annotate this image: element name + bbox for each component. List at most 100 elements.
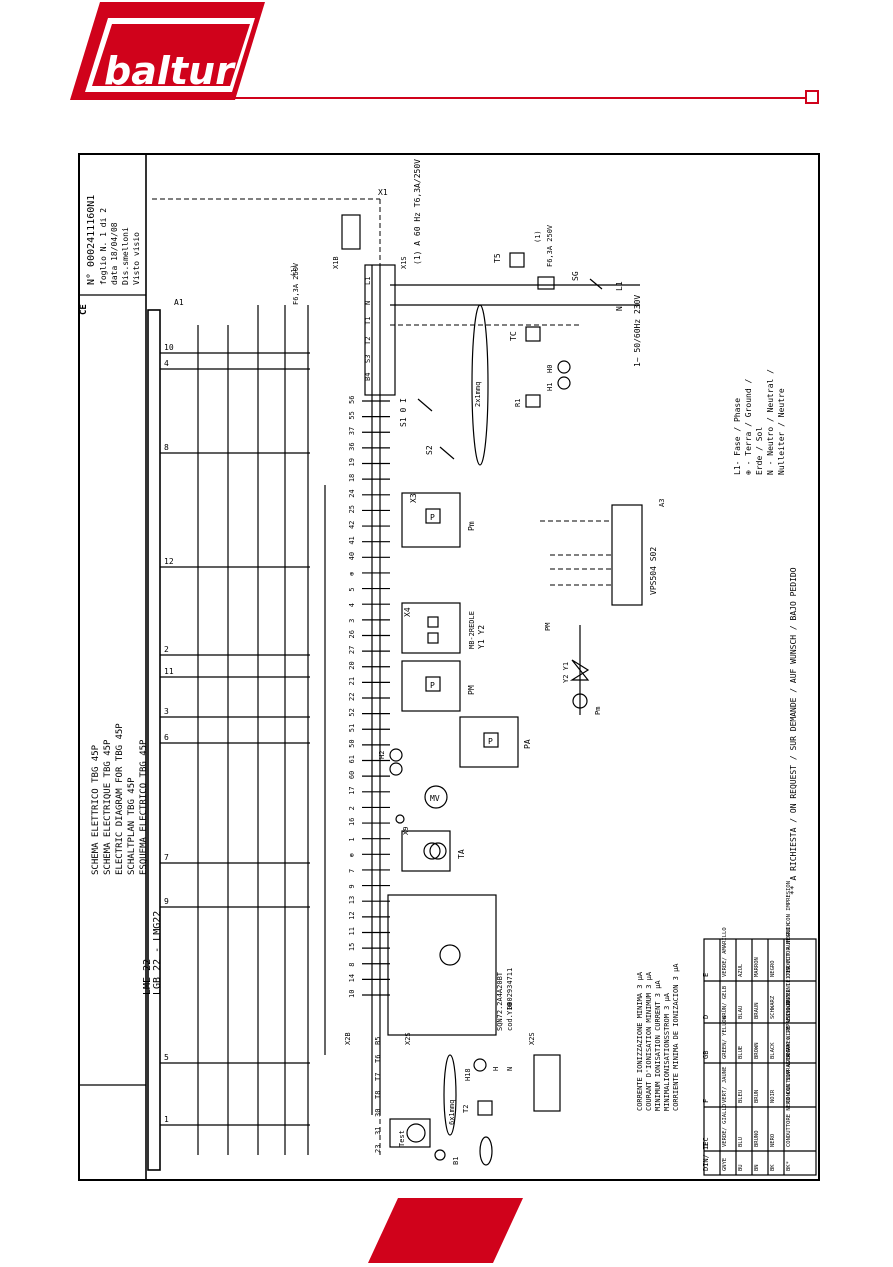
color-table-cell: VERDE/ GIALLO — [722, 1104, 728, 1147]
h0-lamp — [557, 360, 571, 374]
phase-legend-2: ⊕ - Terra / Ground / — [744, 378, 753, 475]
vps-label: VPS504 S02 — [649, 547, 658, 595]
motor-symbol — [424, 785, 448, 809]
terminal-strip — [371, 265, 381, 1115]
term-T1: T1 — [364, 317, 372, 325]
terminal-label-bottom: T6 — [374, 1055, 382, 1063]
term-T2: T2 — [364, 337, 372, 345]
ionization-es: CORRIENTE MINIMA DE IONIZACION 3 µA — [672, 963, 680, 1111]
phase-legend: L1- Fase / Phase ⊕ - Terra / Ground / Er… — [733, 369, 786, 475]
color-table-cell: BLACK WIRE WITH IMPRINT — [786, 982, 792, 1059]
servomotor-sqn: SQN72.2A4A20BT cod. 0002934711 Y10 — [387, 894, 514, 1036]
sheet-drawn: Dis.smelloni — [121, 227, 130, 285]
test-meter — [389, 1118, 431, 1148]
contact-4: 4 — [164, 359, 169, 368]
ionization-fr: COURANT D'IONISATION MINIMUM 3 µA — [645, 971, 653, 1111]
contact-7: 7 — [164, 853, 169, 862]
terminal-label: 1 — [348, 837, 356, 841]
terminal-label: 12 — [348, 911, 356, 919]
page-tab — [368, 1198, 528, 1267]
terminal-block-x1s: X1B X1S L1 N T1 T2 S3 B4 — [332, 214, 408, 396]
brand-logo: baltur — [70, 2, 265, 100]
wiring-diagram: .w { stroke:#000; stroke-width:1.2; fill… — [79, 155, 817, 1179]
color-table-cell: VERDE/ AMARILLO — [722, 927, 728, 977]
color-table-cell: BLU — [738, 1137, 744, 1147]
bus-wires — [197, 305, 326, 1155]
t5-label: T5 — [493, 253, 502, 263]
fuse2-label: F6,3A 250V — [546, 224, 554, 267]
fuse-f1: F6,3A 250V — [292, 262, 300, 305]
sheet-number: N° 0002411160N1 — [86, 195, 97, 285]
ce-mark: CE — [80, 304, 89, 315]
s2-label: S2 — [425, 445, 434, 455]
terminal-label: 61 — [348, 755, 356, 763]
color-table-header: F — [702, 1099, 710, 1103]
diagram-sheet: .w { stroke:#000; stroke-width:1.2; fill… — [78, 153, 820, 1181]
pm2-p-letter: P — [430, 681, 435, 690]
terminal-label: 41 — [348, 536, 356, 544]
ta-label: TA — [457, 849, 466, 859]
supply-rating-text: 1~ 50/60Hz 230V — [633, 295, 642, 367]
color-table-cell: BLAU — [738, 1006, 744, 1019]
pa-label: PA — [523, 739, 532, 749]
y10-label: Y10 — [506, 1002, 514, 1015]
note-60hz-text: (1) A 60 Hz T6,3A/250V — [413, 159, 422, 265]
color-table-cell: BU — [738, 1164, 744, 1171]
contact-3: 3 — [164, 707, 169, 716]
a1-label: A1 — [174, 298, 184, 307]
terminal-label-bottom: T7 — [374, 1073, 382, 1081]
phase-legend-3: Erde / Sol — [755, 427, 764, 475]
cable1-label: 2x1mmq — [474, 382, 482, 407]
cable2-label: 6x1mmq — [448, 1100, 456, 1125]
terminal-label-bottom: 31 — [374, 1127, 382, 1135]
color-table-cell: BRUNO — [754, 1130, 760, 1147]
sheet-date: data 18/04/08 — [110, 222, 119, 285]
terminal-label: 22 — [348, 693, 356, 701]
test-label: Test — [398, 1130, 406, 1147]
note-60hz: (1) A 60 Hz T6,3A/250V — [413, 159, 422, 265]
a3-label: A3 — [658, 499, 666, 507]
contact-8: 8 — [164, 443, 169, 452]
tc-box — [525, 326, 541, 342]
ionization-it: CORRENTE IONIZZAZIONE MINIMA 3 µA — [636, 971, 644, 1111]
term-S3: S3 — [364, 355, 372, 363]
terminal-label: 25 — [348, 505, 356, 513]
mb-label: MB-2REDLE — [468, 611, 476, 649]
t5-box — [509, 252, 525, 268]
terminal-label: 40 — [348, 552, 356, 560]
terminal-label-bottom: T8 — [374, 1091, 382, 1099]
header: baltur — [0, 0, 893, 130]
terminal-label: 5 — [348, 587, 356, 591]
pm-p-symbol — [425, 508, 441, 524]
y1y2-label: Y1 Y2 — [477, 625, 486, 649]
phase-legend-4: N - Neutro / Neutral / — [766, 369, 775, 475]
term-N: N — [364, 301, 372, 305]
terminal-label: 3 — [348, 619, 356, 623]
terminal-label: 4 — [348, 603, 356, 607]
pa-p-letter: P — [488, 737, 493, 746]
contact-6: 6 — [164, 733, 169, 742]
terminal-label: 51 — [348, 724, 356, 732]
on-request-note: ** A RICHIESTA / ON REQUEST / SUR DEMAND… — [789, 567, 798, 895]
title-en: ELECTRIC DIAGRAM FOR TBG 45P — [115, 723, 125, 875]
supply-rating: 1~ 50/60Hz 230V — [633, 295, 642, 367]
pm-legend-gauge — [572, 693, 588, 709]
terminal-label: 9 — [348, 884, 356, 888]
terminal-label: 42 — [348, 521, 356, 529]
contact-12: 12 — [164, 557, 174, 566]
switches: S1 0 I S2 — [399, 398, 455, 460]
cable-bundle-2 — [443, 1054, 457, 1136]
terminal-label-bottom: 30 — [374, 1109, 382, 1117]
color-table-header: GB — [702, 1051, 710, 1059]
x2s-label: X2S — [404, 1032, 412, 1045]
terminal-label: 13 — [348, 896, 356, 904]
n-label: N — [506, 1067, 514, 1071]
terminal-label: 15 — [348, 943, 356, 951]
h18-section: H18 H N X2B X2S X2S — [344, 1032, 561, 1112]
sheet-info: N° 0002411160N1 foglio N. 1 di 2 data 18… — [86, 195, 141, 285]
terminal-label: 10 — [348, 990, 356, 998]
supply-n: N — [615, 306, 624, 311]
color-table-cell: BLUE — [738, 1046, 744, 1059]
t2-label: T2 — [462, 1105, 470, 1113]
